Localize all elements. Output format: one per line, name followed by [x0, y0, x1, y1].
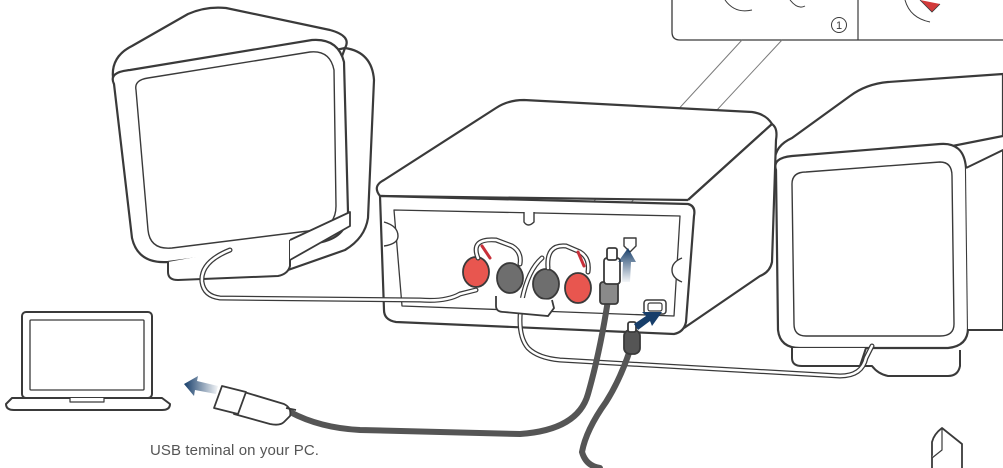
power-cable [578, 347, 633, 468]
step-badge [831, 17, 847, 33]
terminal-gray-right [532, 268, 560, 300]
speaker-wires [199, 237, 875, 379]
arrow-usb-icon [618, 248, 636, 282]
usb-terminal-caption: USB teminal on your PC. [150, 442, 320, 459]
usb-connector-amp-icon [599, 247, 621, 305]
right-speaker-icon [773, 72, 1003, 377]
left-speaker-icon [111, 6, 376, 281]
usb-plug-icon [213, 385, 297, 426]
direction-arrows [184, 248, 662, 396]
step-number: 1 [836, 20, 842, 32]
cable-clamp [495, 296, 555, 317]
laptop-icon [5, 311, 171, 411]
terminal-red-right [564, 272, 592, 304]
arrow-to-pc-icon [184, 376, 218, 396]
terminal-red-left [462, 256, 490, 288]
power-adapter-icon [931, 427, 963, 468]
terminal-gray-left [496, 262, 524, 294]
arrow-power-icon [634, 312, 662, 330]
power-plug-icon [623, 321, 641, 355]
usb-cable [287, 265, 615, 438]
speaker-terminals [462, 256, 592, 304]
